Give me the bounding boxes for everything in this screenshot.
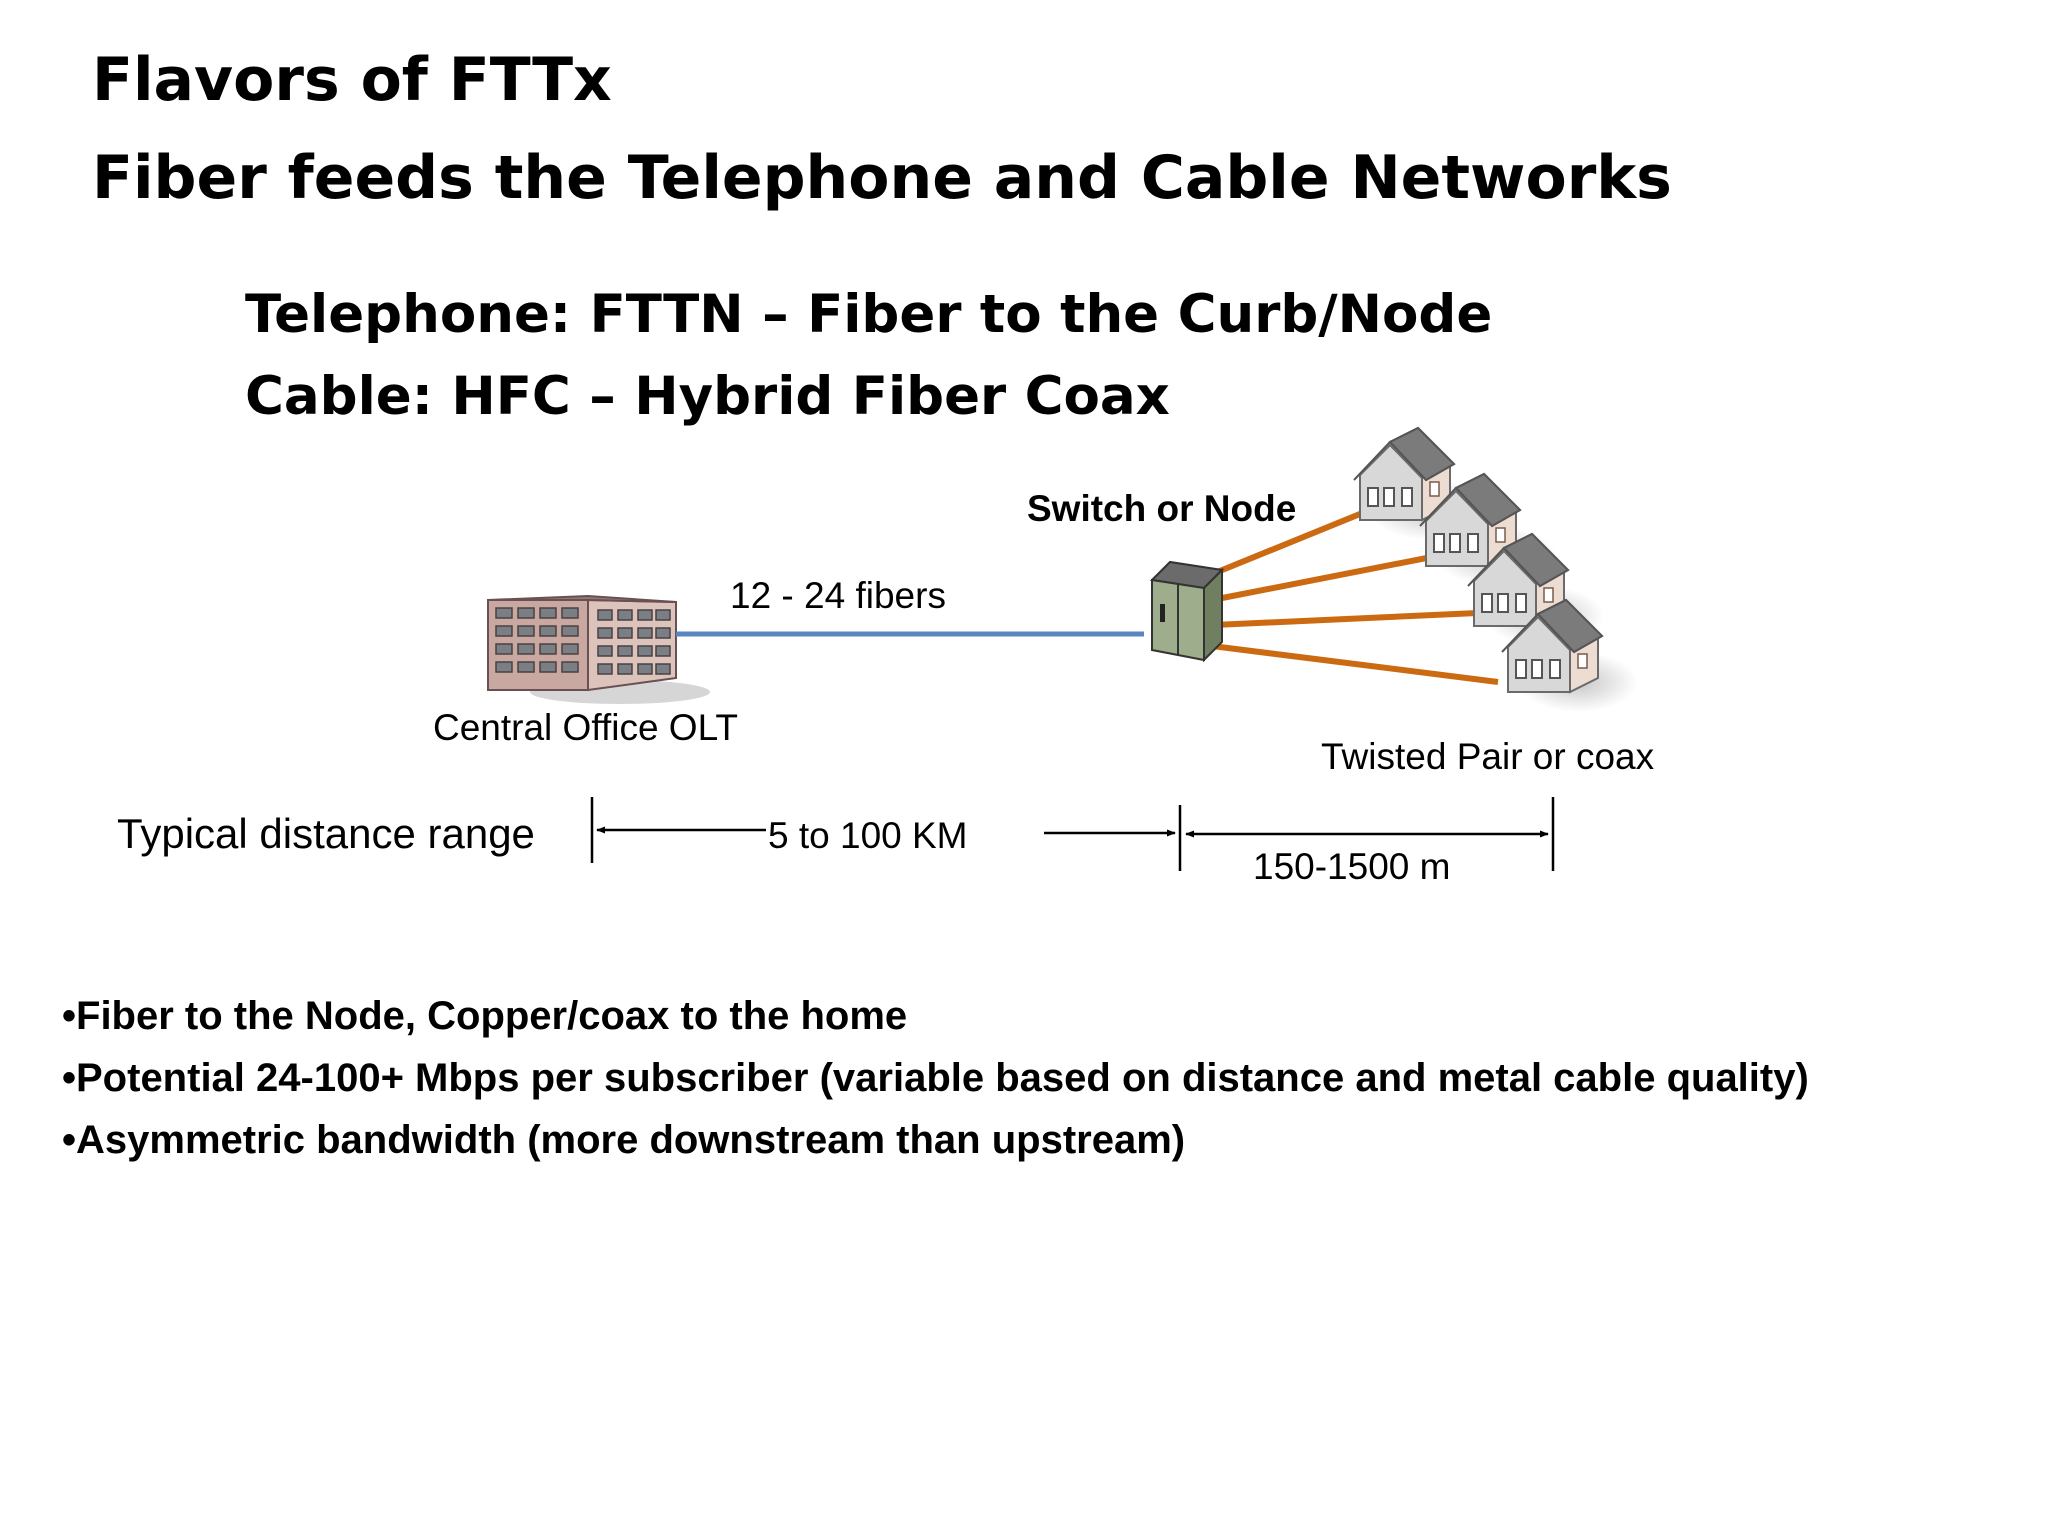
cable-subtitle: Cable: HFC – Hybrid Fiber Coax xyxy=(245,366,1170,427)
bullet-item: •Fiber to the Node, Copper/coax to the h… xyxy=(62,994,908,1038)
fiber-count-label: 12 - 24 fibers xyxy=(730,575,946,616)
switch-node-icon xyxy=(1149,560,1225,663)
telephone-subtitle: Telephone: FTTN – Fiber to the Curb/Node xyxy=(245,284,1493,345)
slide-title-line-1: Flavors of FTTx xyxy=(92,45,612,115)
bullet-item: •Asymmetric bandwidth (more downstream t… xyxy=(62,1118,1186,1162)
slide-title-line-2: Fiber feeds the Telephone and Cable Netw… xyxy=(92,143,1672,213)
feeder-distance-label: 5 to 100 KM xyxy=(768,815,968,856)
drop-medium-label: Twisted Pair or coax xyxy=(1321,736,1655,777)
bullet-item: •Potential 24-100+ Mbps per subscriber (… xyxy=(62,1056,1809,1100)
distance-range-label: Typical distance range xyxy=(117,810,535,857)
bullet-list: •Fiber to the Node, Copper/coax to the h… xyxy=(62,985,1809,1171)
central-office-icon xyxy=(487,594,710,704)
distance-markers xyxy=(590,797,1555,871)
drop-distance-label: 150-1500 m xyxy=(1253,846,1450,887)
copper-drop-lines xyxy=(1208,502,1501,685)
node-label: Switch or Node xyxy=(1027,488,1296,529)
central-office-label: Central Office OLT xyxy=(433,707,738,748)
